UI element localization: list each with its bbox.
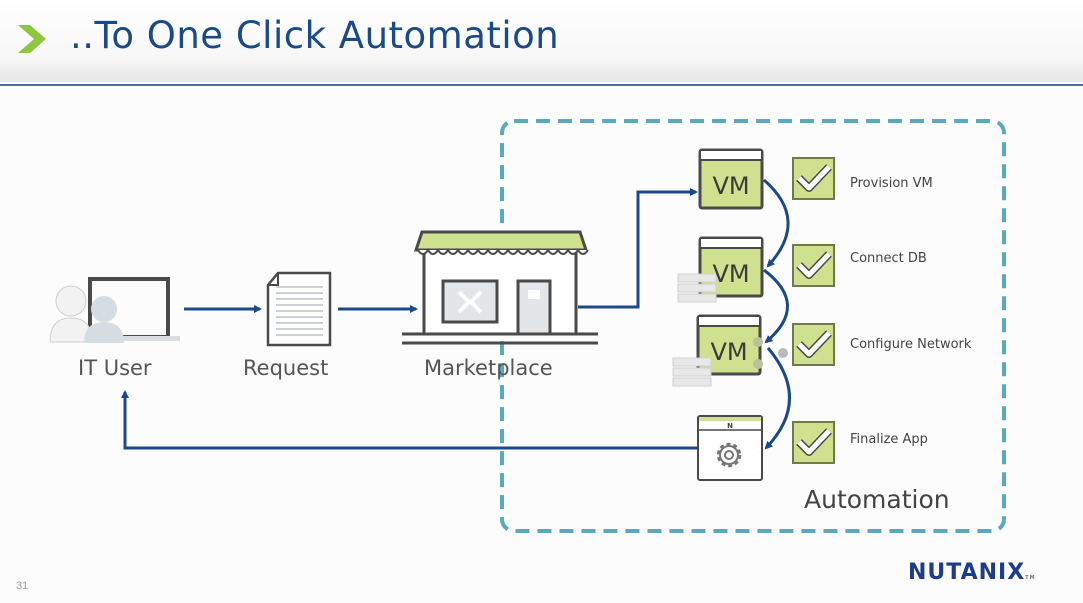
user-laptop-icon [49,277,180,343]
logo-text: NUTANIX [908,560,1026,585]
arrow-marketplace-to-vm [578,188,698,309]
vm-label: VM [710,338,747,366]
step-label-finalize-app: Finalize App [850,432,928,447]
checkbox-checked-icon [792,244,835,287]
page-title: ..To One Click Automation [70,14,560,57]
database-icon [677,273,717,303]
step-label-provision-vm: Provision VM [850,176,933,191]
vm-icon [696,314,788,376]
logo-trademark: TM [1025,575,1036,581]
vm-icon [698,148,764,210]
arrow-vm1-to-vm2 [763,178,790,268]
document-icon [266,271,332,347]
database-icon [672,357,712,387]
automation-label: Automation [804,485,950,514]
app-window-mark: N [727,422,733,430]
gear-icon [716,442,742,468]
storefront-icon [402,230,598,345]
nutanix-logo: NUTANIXTM [908,560,1036,585]
arrow-app-to-user [121,390,698,450]
checkbox-checked-icon [792,157,835,200]
node-label-request: Request [243,356,329,380]
arrow-vm2-to-vm3 [763,268,789,344]
arrow-vm3-to-app [764,347,791,450]
step-label-connect-db: Connect DB [850,251,927,266]
checkbox-checked-icon [792,421,835,464]
chevron-right-icon [18,25,46,53]
slide-header [0,0,1083,82]
checkbox-checked-icon [792,323,835,366]
header-divider [0,84,1083,86]
node-label-it-user: IT User [78,356,152,380]
node-label-marketplace: Marketplace [424,356,553,380]
page-number: 31 [16,580,29,592]
step-label-configure-network: Configure Network [850,337,972,352]
vm-label: VM [712,260,749,288]
vm-label: VM [712,172,749,200]
